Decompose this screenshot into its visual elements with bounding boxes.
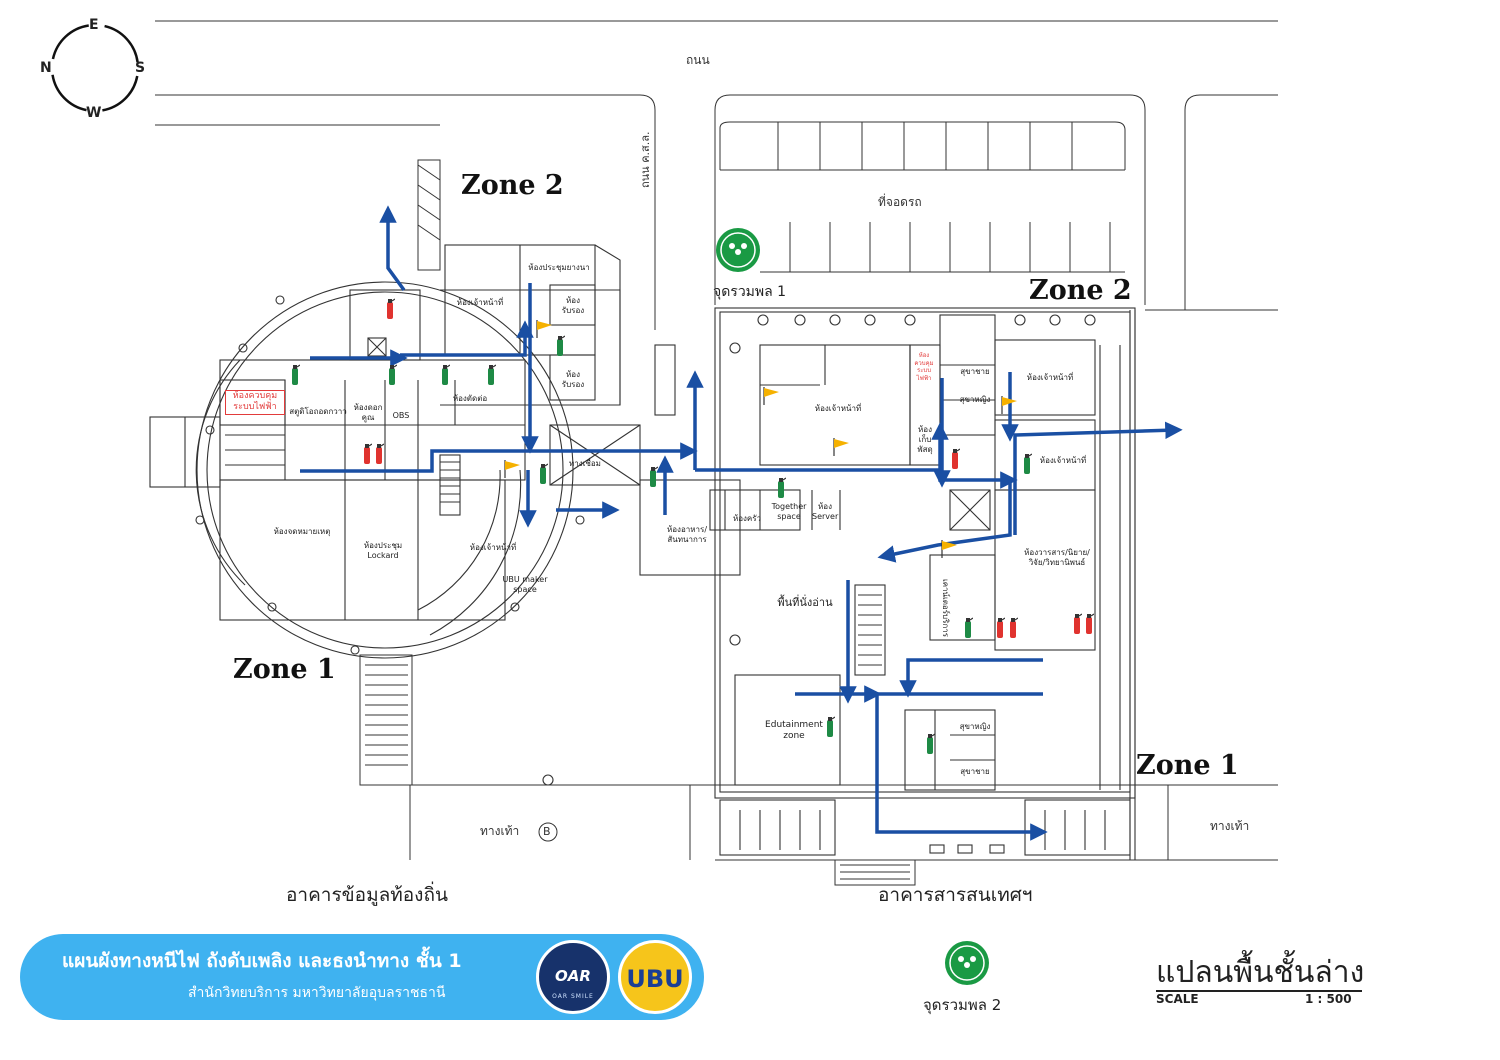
banner-title: แผนผังทางหนีไฟ ถังดับเพลิง และธงนำทาง ชั… bbox=[62, 950, 462, 972]
ubu-logo: UBU bbox=[618, 940, 692, 1014]
room-meeting-yangna: ห้องประชุมยางนา bbox=[528, 263, 590, 272]
compass-west-label: W bbox=[86, 105, 102, 121]
room-maker-space: UBU maker space bbox=[502, 575, 548, 594]
ubu-logo-text: UBU bbox=[626, 965, 684, 993]
room-service-counter: เคาน์เตอร์บริการ bbox=[941, 578, 950, 638]
left-building bbox=[149, 244, 641, 659]
room-editing: ห้องตัดต่อ bbox=[452, 394, 488, 403]
oar-logo: OAR OAR SMILE bbox=[536, 940, 610, 1014]
room-money-count: ห้องดอกคูณ bbox=[353, 403, 383, 422]
room-staff-left: ห้องเจ้าหน้าที่ bbox=[456, 298, 504, 307]
room-connector: ทางเชื่อม bbox=[569, 459, 601, 468]
concrete-road-label: ถนน ค.ส.ล. bbox=[639, 131, 652, 189]
site-context bbox=[155, 20, 1278, 886]
room-edutainment: Edutainment zone bbox=[765, 720, 823, 742]
scale-rule bbox=[1156, 990, 1362, 992]
room-podcast-studio: สตูดิโอถอดกวาว bbox=[289, 407, 347, 416]
right-building bbox=[639, 307, 1136, 860]
assembly-point-2-label: จุดรวมพล 2 bbox=[923, 996, 1002, 1014]
building-information-label: อาคารสารสนเทศฯ bbox=[878, 884, 1033, 906]
room-server: ห้อง Server bbox=[812, 502, 839, 521]
room-reception-1: ห้องรับรอง bbox=[561, 296, 585, 315]
scale-label: SCALE bbox=[1156, 992, 1199, 1006]
oar-logo-text: OAR bbox=[555, 967, 591, 985]
compass bbox=[50, 23, 140, 113]
room-staff-right-mid: ห้องเจ้าหน้าที่ bbox=[1039, 456, 1087, 465]
parking-label: ที่จอดรถ bbox=[878, 195, 922, 209]
room-toilet-female-top: สุขาหญิง bbox=[959, 395, 991, 404]
compass-north-label: N bbox=[40, 60, 52, 76]
scale-value: 1 : 500 bbox=[1305, 992, 1352, 1006]
room-toilet-male-bottom: สุขาชาย bbox=[960, 767, 990, 776]
assembly-point-1-icon bbox=[716, 228, 760, 272]
room-electric-small: ห้องควบคุมระบบไฟฟ้า bbox=[914, 352, 934, 382]
room-meeting-lockard: ห้องประชุม Lockard bbox=[363, 541, 403, 560]
room-together-space: Together space bbox=[771, 502, 807, 521]
walkway-label-left: ทางเท้า bbox=[480, 824, 520, 838]
room-staff-main: ห้องเจ้าหน้าที่ bbox=[814, 404, 862, 413]
room-reception-2: ห้องรับรอง bbox=[561, 370, 585, 389]
room-reading-area: พื้นที่นั่งอ่าน bbox=[777, 596, 833, 609]
room-archive: ห้องจดหมายเหตุ bbox=[273, 527, 331, 536]
assembly-point-1-label: จุดรวมพล 1 bbox=[713, 284, 787, 300]
zone-2-left-label: Zone 2 bbox=[461, 170, 564, 201]
room-obs: OBS bbox=[392, 411, 410, 420]
building-local-info-label: อาคารข้อมูลท้องถิ่น bbox=[286, 884, 448, 906]
room-toilet-male-top: สุขาชาย bbox=[960, 367, 990, 376]
room-food-recreation: ห้องอาหาร/สันทนาการ bbox=[666, 525, 708, 544]
exit-routes bbox=[300, 205, 1183, 841]
room-journal: ห้องวารสาร/นิยาย/วิจัย/วิทยานิพนธ์ bbox=[1024, 548, 1090, 567]
zone-2-right-label: Zone 2 bbox=[1029, 275, 1132, 306]
zone-1-left-label: Zone 1 bbox=[233, 654, 336, 685]
compass-east-label: E bbox=[89, 17, 99, 33]
walkway-label-right: ทางเท้า bbox=[1210, 819, 1250, 833]
room-toilet-female-bottom: สุขาหญิง bbox=[959, 722, 991, 731]
room-staff-arc: ห้องเจ้าหน้าที่ bbox=[469, 543, 517, 552]
banner-subtitle: สำนักวิทยบริการ มหาวิทยาลัยอุบลราชธานี bbox=[188, 985, 446, 1001]
room-storage: ห้องเก็บพัสดุ bbox=[917, 425, 933, 454]
oar-logo-caption: OAR SMILE bbox=[552, 993, 594, 1000]
compass-south-label: S bbox=[135, 60, 146, 76]
assembly-point-2-icon bbox=[945, 941, 989, 985]
walkway-marker-label: B bbox=[543, 825, 551, 838]
room-electric-control: ห้องควบคุมระบบไฟฟ้า bbox=[225, 390, 285, 415]
room-kitchen: ห้องครัว bbox=[732, 514, 762, 523]
title-banner: แผนผังทางหนีไฟ ถังดับเพลิง และธงนำทาง ชั… bbox=[20, 934, 704, 1020]
columns bbox=[195, 295, 1096, 786]
road-label: ถนน bbox=[686, 53, 710, 67]
plan-title: แปลนพื้นชั้นล่าง bbox=[1156, 955, 1365, 990]
zone-1-right-label: Zone 1 bbox=[1136, 750, 1239, 781]
room-staff-right-top: ห้องเจ้าหน้าที่ bbox=[1026, 373, 1074, 382]
